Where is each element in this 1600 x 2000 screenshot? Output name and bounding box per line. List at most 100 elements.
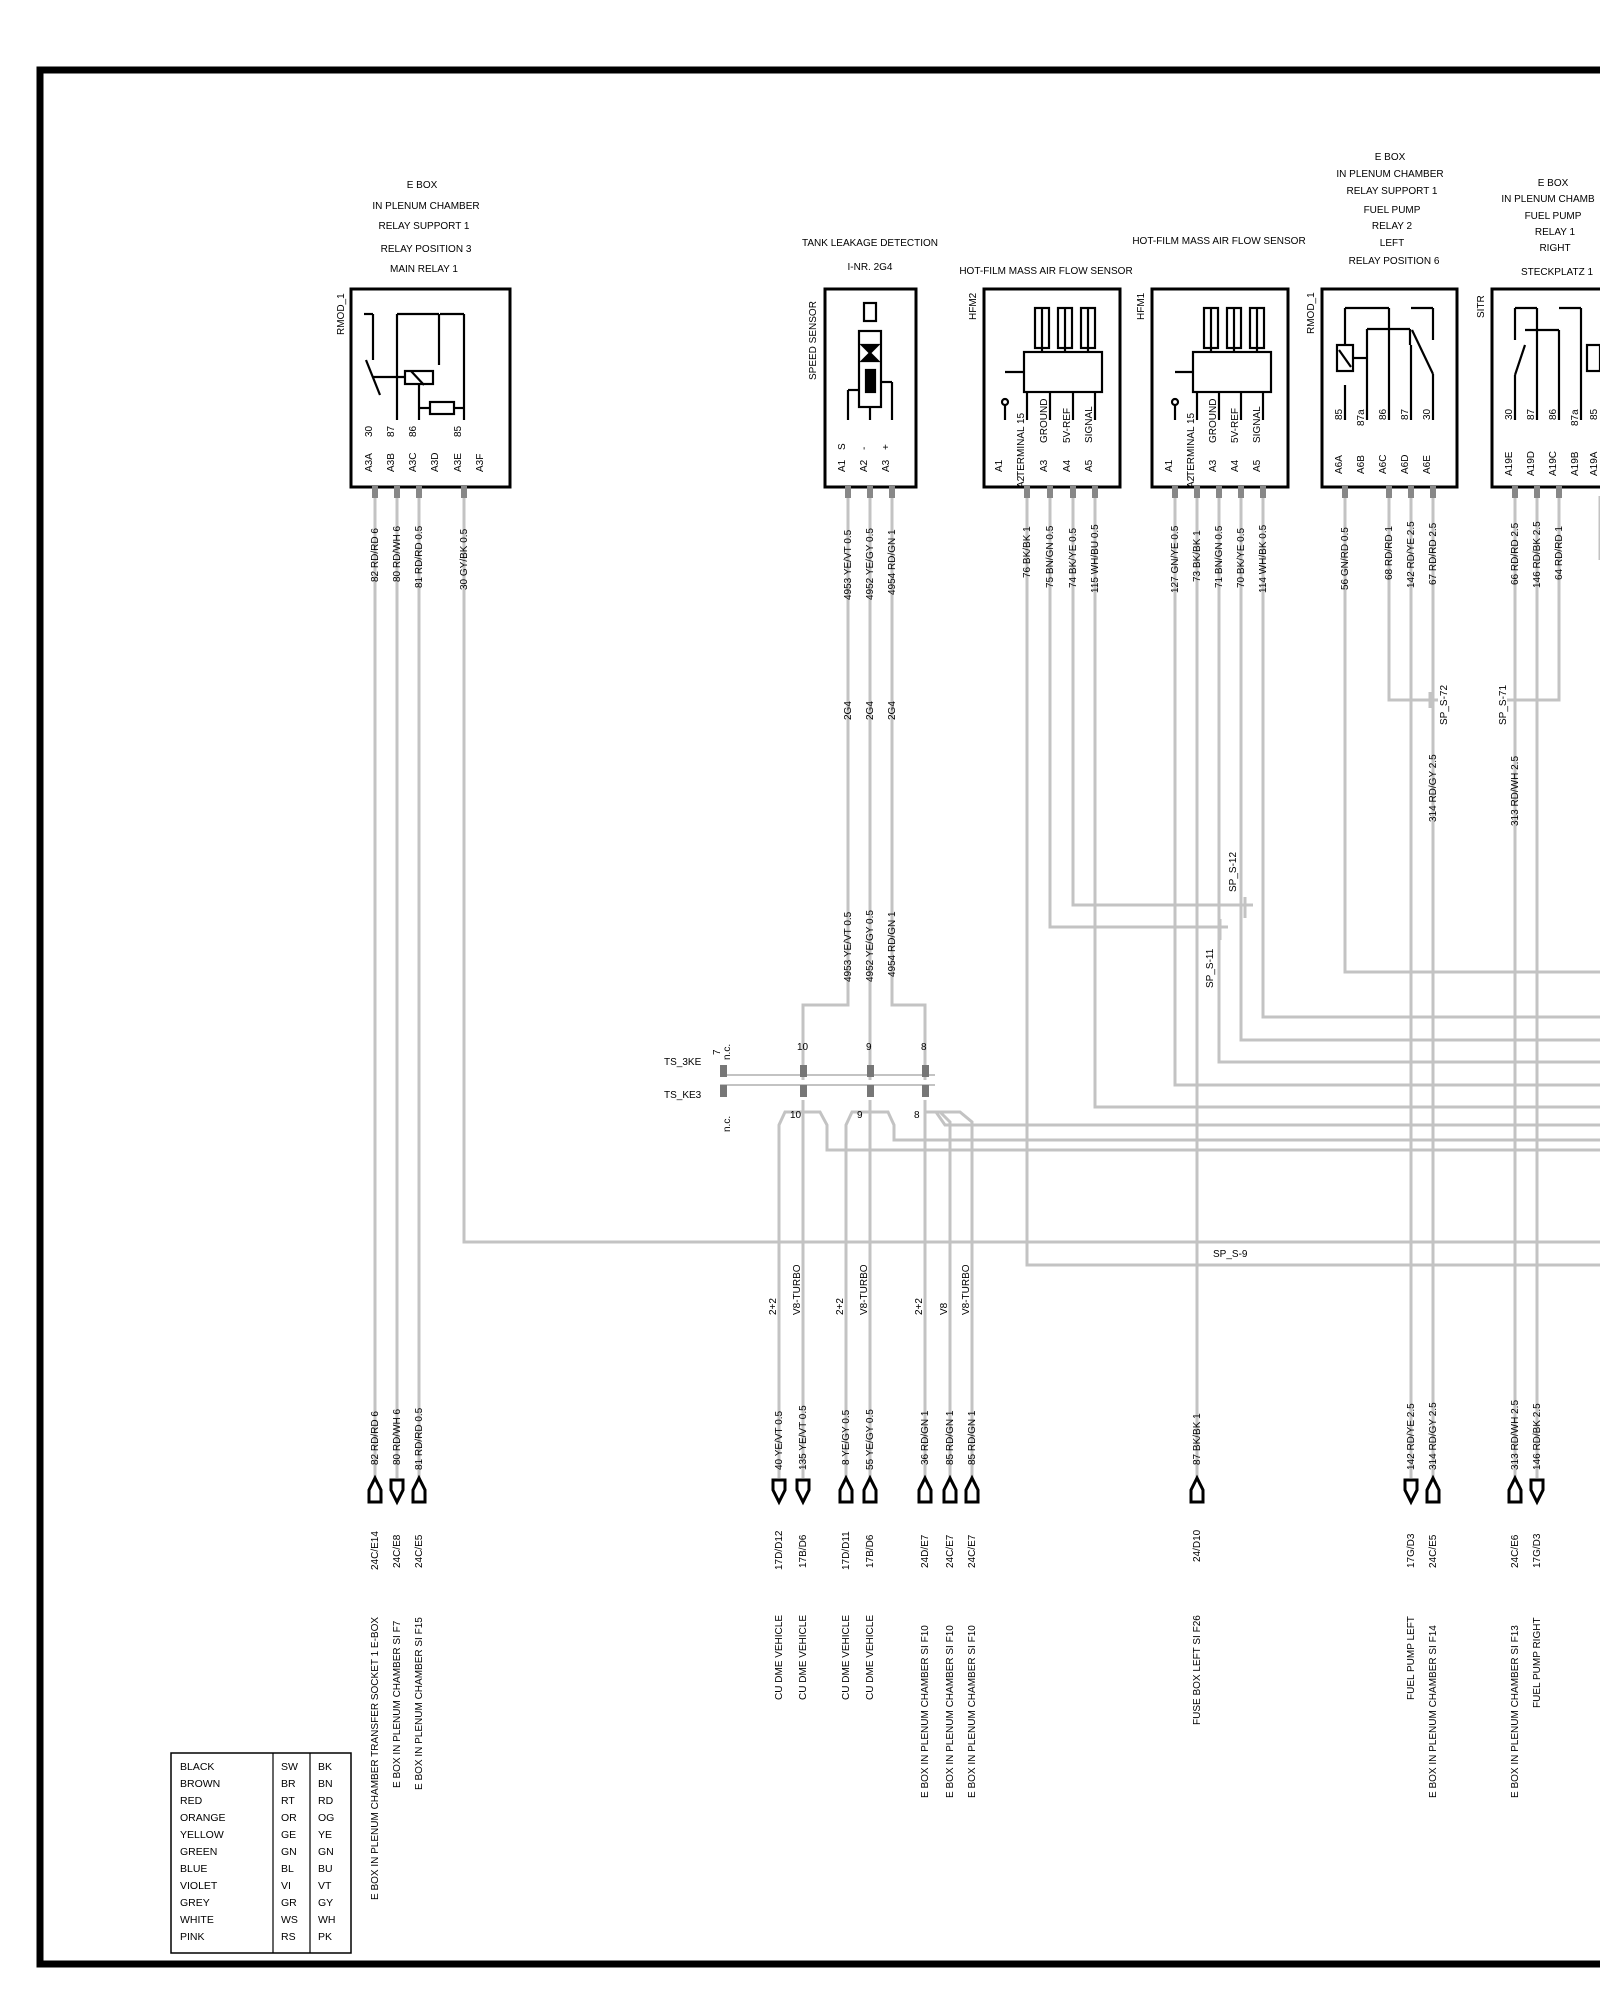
legend-cell: VIOLET (180, 1880, 218, 1892)
wire-label-146: 146 RD/BK 2.5 (1532, 521, 1543, 588)
main-relay-pin-a3e: A3E (453, 453, 464, 472)
hfm1-terminal-5vref: 5V-REF (1230, 408, 1241, 443)
speed-sensor[interactable]: TANK LEAKAGE DETECTION I-NR. 2G4 SPEED S… (802, 238, 938, 489)
connector-nc-top: n.c. (722, 1044, 733, 1060)
dest-code-24c-e5-a: 24C/E5 (414, 1534, 425, 1568)
legend-cell: YELLOW (180, 1829, 224, 1841)
speed-sensor-terminal-minus: - (859, 447, 870, 450)
legend-cell: WHITE (180, 1914, 214, 1926)
main-relay-terminal-85: 85 (453, 425, 464, 437)
fuel-pump-relay-left[interactable]: E BOX IN PLENUM CHAMBER RELAY SUPPORT 1 … (1306, 152, 1459, 489)
hfm1-pin-a5: A5 (1252, 459, 1263, 472)
speed-sensor-terminal-plus: + (881, 444, 892, 450)
hfm2-pin-a2: A2 (1016, 475, 1027, 488)
wire-label-74: 74 BK/YE 0.5 (1068, 528, 1079, 588)
dest-code-24d-e7: 24D/E7 (920, 1534, 931, 1568)
wire-label-314-mid: 314 RD/GY 2.5 (1428, 754, 1439, 822)
fuel-relay-left-title-3: RELAY SUPPORT 1 (1347, 186, 1438, 197)
code-2g4-2: 2G4 (865, 701, 876, 720)
hot-film-sensor-hfm1[interactable]: HOT-FILM MASS AIR FLOW SENSOR HFM1 TERMI… (1132, 236, 1306, 489)
fuel-relay-left-pin-a6d: A6D (1400, 455, 1411, 474)
arrow-up-870 (862, 1474, 878, 1504)
fuel-relay-right-pin-a19d: A19D (1526, 451, 1537, 476)
wire-label-67: 67 RD/RD 2.5 (1428, 522, 1439, 585)
hfm1-box (1150, 287, 1290, 489)
wire-label-4954-mid: 4954 RD/GN 1 (887, 911, 898, 977)
wire-label-115: 115 WH/BU 0.5 (1090, 524, 1101, 593)
connector-pin-10-top (800, 1065, 807, 1077)
wire-label-127: 127 GN/YE 0.5 (1170, 525, 1181, 593)
dest-name-fuse-box-left: FUSE BOX LEFT SI F26 (1192, 1615, 1203, 1725)
fuel-relay-left-title-1: E BOX (1375, 152, 1406, 163)
dest-name-cu-dme-2: CU DME VEHICLE (798, 1615, 809, 1700)
connector-pin-label-9-bottom: 9 (857, 1110, 863, 1121)
destination-names: E BOX IN PLENUM CHAMBER TRANSFER SOCKET … (370, 1615, 1543, 1900)
hfm2-terminal-ground: GROUND (1039, 399, 1050, 443)
fuel-relay-left-title-5: RELAY 2 (1372, 221, 1413, 232)
hfm2-title: HOT-FILM MASS AIR FLOW SENSOR (959, 266, 1132, 277)
variant-2plus2-a: 2+2 (768, 1298, 779, 1315)
arrow-up-972 (964, 1474, 980, 1504)
dest-code-17d-d12: 17D/D12 (774, 1530, 785, 1570)
arrow-up-925 (917, 1474, 933, 1504)
wire-label-142-bottom: 142 RD/YE 2.5 (1406, 1403, 1417, 1470)
fuel-relay-left-terminal-87: 87 (1400, 408, 1411, 420)
main-relay[interactable]: E BOX IN PLENUM CHAMBER RELAY SUPPORT 1 … (336, 180, 512, 489)
arrow-down-779 (771, 1478, 787, 1506)
dest-code-24c-e6: 24C/E6 (1510, 1534, 1521, 1568)
fuel-relay-right-terminal-30: 30 (1504, 408, 1515, 420)
splice-sp-s-71: SP_S-71 (1498, 685, 1509, 725)
connector-pin-label-10-top: 10 (797, 1042, 809, 1053)
legend-cell: OR (281, 1812, 297, 1824)
hfm1-pin-a1: A1 (1164, 459, 1175, 472)
legend-frame (170, 1752, 352, 1954)
legend-cell: YE (318, 1829, 332, 1841)
speed-sensor-title-1: TANK LEAKAGE DETECTION (802, 238, 938, 249)
hfm2-symbol (1000, 306, 1104, 420)
fuel-relay-left-terminal-87a: 87a (1356, 409, 1367, 426)
fuel-relay-right-title-4: RELAY 1 (1535, 227, 1576, 238)
splice-sp-s-12: SP_S-12 (1228, 852, 1239, 892)
wire-label-80: 80 RD/WH 6 (392, 525, 403, 582)
fuel-relay-right-title-5: RIGHT (1539, 243, 1570, 254)
dest-code-24c-e5-b: 24C/E5 (1428, 1534, 1439, 1568)
dest-code-17d-d11: 17D/D11 (841, 1531, 852, 1570)
dest-code-24c-e14: 24C/E14 (370, 1531, 381, 1570)
hfm1-terminal-15: TERMINAL 15 (1186, 412, 1197, 477)
variant-v8-turbo-c: V8-TURBO (961, 1264, 972, 1315)
connector-ts-3ke[interactable]: TS_3KE TS_KE3 n.c. 7 n.c. 10 9 8 10 9 8 (664, 1042, 935, 1132)
legend-cell: VT (318, 1880, 332, 1892)
connector-arrows (367, 1474, 1545, 1506)
dest-name-si-f15: E BOX IN PLENUM CHAMBER SI F15 (414, 1617, 425, 1790)
splice-sp-s-11: SP_S-11 (1205, 948, 1216, 988)
main-relay-pin-a3c: A3C (408, 453, 419, 472)
dest-code-17b-d6-b: 17B/D6 (865, 1534, 876, 1568)
legend-cell: VI (281, 1880, 291, 1892)
legend-cell: RT (281, 1795, 295, 1807)
wire-label-146-bottom: 146 RD/BK 2.5 (1532, 1403, 1543, 1470)
legend-cell: BROWN (180, 1778, 220, 1790)
legend-cell: ORANGE (180, 1812, 226, 1824)
fuel-relay-left-title-2: IN PLENUM CHAMBER (1336, 169, 1443, 180)
pin-terminals (372, 486, 1562, 498)
main-relay-pin-a3d: A3D (430, 453, 441, 472)
wire-label-80-bottom: 80 RD/WH 6 (392, 1408, 403, 1465)
wire-label-64: 64 RD/RD 1 (1554, 526, 1565, 580)
connector-pin-9-bottom (867, 1085, 874, 1097)
main-relay-title-3: RELAY SUPPORT 1 (379, 221, 470, 232)
dest-name-transfer-socket: E BOX IN PLENUM CHAMBER TRANSFER SOCKET … (370, 1617, 381, 1900)
wire-label-4952: 4952 YE/GY 0.5 (865, 528, 876, 600)
wire-label-4953: 4953 YE/VT 0.5 (843, 529, 854, 600)
dest-name-fuel-pump-left: FUEL PUMP LEFT (1406, 1616, 1417, 1700)
wire-label-85b-bottom: 85 RD/GN 1 (967, 1410, 978, 1465)
arrow-down-1411 (1403, 1478, 1419, 1506)
wire-label-8-bottom: 8 YE/GY 0.5 (841, 1409, 852, 1465)
fuel-pump-relay-right[interactable]: E BOX IN PLENUM CHAMB FUEL PUMP RELAY 1 … (1476, 178, 1600, 489)
hfm2-terminal-signal: SIGNAL (1084, 406, 1095, 443)
dest-code-17g-d3-a: 17G/D3 (1406, 1533, 1417, 1568)
legend-cell: BL (281, 1863, 294, 1875)
speed-sensor-terminal-s: S (837, 443, 848, 450)
hot-film-sensor-hfm2[interactable]: HOT-FILM MASS AIR FLOW SENSOR HFM2 TERMI… (959, 266, 1133, 489)
legend-cell: BLUE (180, 1863, 207, 1875)
